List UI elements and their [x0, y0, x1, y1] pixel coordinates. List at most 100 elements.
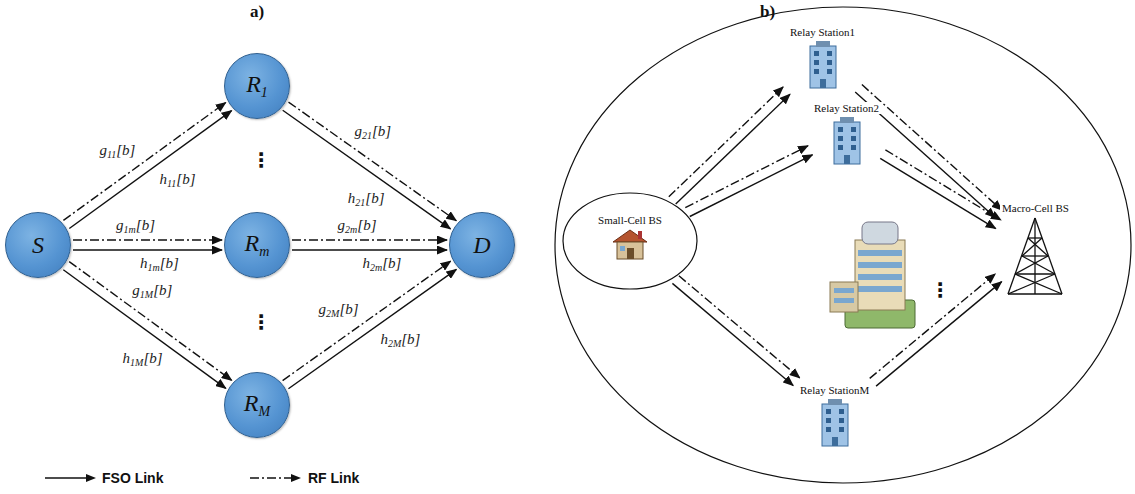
channel-label: g1m[b] — [114, 217, 157, 235]
node-subscript: 1 — [261, 85, 268, 100]
fso-link — [283, 110, 451, 229]
drawing-part — [827, 60, 832, 65]
channel-subscript: 2M — [326, 308, 339, 319]
channel-subscript: 11 — [167, 178, 176, 189]
channel-label: h1m[b] — [138, 255, 181, 273]
panel-letter: b) — [760, 2, 775, 22]
drawing-part — [1008, 293, 1062, 294]
rf-sample-line — [250, 477, 293, 479]
node-subscript: m — [259, 244, 269, 259]
node-symbol: RM — [244, 390, 270, 420]
channel-label: h2M[b] — [378, 331, 422, 349]
channel-label: g11[b] — [98, 142, 138, 160]
fso-link — [69, 111, 231, 229]
fso-link — [690, 155, 813, 217]
macro-cell-region — [555, 7, 1131, 483]
drawing-part — [810, 46, 836, 88]
channel-label: h21[b] — [346, 190, 387, 208]
node-symbol: R1 — [246, 71, 268, 101]
rf-link — [870, 274, 996, 379]
drawing-part — [855, 240, 905, 310]
station-label: Relay StationM — [798, 384, 871, 396]
channel-subscript: 1M — [140, 289, 153, 300]
drawing-part — [617, 242, 643, 259]
relay-tower-icon — [818, 398, 852, 448]
drawing-part — [814, 60, 819, 65]
rf-link — [669, 87, 783, 197]
channel-subscript: 2M — [388, 338, 401, 349]
channel-label: g2m[b] — [336, 217, 379, 235]
relay-station: Relay Station2 — [812, 98, 881, 166]
drawing-part — [827, 51, 832, 56]
legend-samples — [45, 474, 301, 482]
drawing-part — [1028, 238, 1048, 256]
drawing-part — [1015, 274, 1062, 294]
rf-link — [292, 239, 447, 240]
ellipsis-dots: ⋮ — [930, 280, 950, 300]
drawing-part — [830, 282, 858, 312]
small-cell-ellipse — [563, 193, 697, 289]
drawing-part — [1008, 274, 1055, 294]
drawing-part — [858, 286, 902, 292]
station-label: Small-Cell BS — [562, 214, 698, 226]
drawing-part — [838, 145, 843, 150]
channel-label: g21[b] — [353, 123, 394, 141]
station-label: Macro-Cell BS — [1000, 202, 1071, 214]
rf-link — [885, 150, 1001, 220]
channel-subscript: 21 — [362, 130, 372, 141]
relay-node-circle: S — [5, 212, 71, 278]
relay-station: Relay StationM — [798, 380, 871, 448]
drawing-part — [1008, 218, 1062, 294]
relay-node-circle: R1 — [224, 53, 290, 119]
channel-label: h11[b] — [158, 171, 198, 189]
channel-subscript: 2m — [345, 224, 357, 235]
rf-link — [862, 85, 1002, 211]
drawing-part — [858, 274, 902, 280]
drawing-part — [827, 69, 832, 74]
ellipsis-dots: ⋮ — [251, 312, 271, 332]
ellipsis-dots: ⋮ — [251, 150, 271, 170]
drawing-part — [851, 136, 856, 141]
rf-link — [63, 103, 225, 221]
fso-link — [672, 283, 793, 385]
drawing-part — [828, 399, 842, 405]
fso-link — [288, 269, 456, 388]
drawing-part — [838, 127, 843, 132]
drawing-part — [840, 117, 854, 123]
legend-text: FSO Link — [102, 470, 163, 486]
drawing-part — [1015, 256, 1048, 274]
fso-link — [63, 270, 226, 389]
drawing-part — [1022, 238, 1042, 256]
rf-link — [69, 262, 232, 381]
drawing-part — [839, 427, 844, 432]
rf-link — [679, 276, 800, 378]
drawing-part — [814, 51, 819, 56]
relay-station: Relay Station1 — [788, 22, 857, 90]
drawing-part — [627, 248, 634, 259]
node-subscript: M — [259, 404, 271, 419]
relay-tower-icon — [806, 40, 840, 90]
channel-subscript: 11 — [107, 149, 116, 160]
fso-sample-head — [86, 474, 96, 482]
drawing-part — [822, 404, 848, 446]
relay-node-circle: D — [449, 212, 515, 278]
channel-subscript: 1M — [130, 357, 143, 368]
rf-link — [73, 239, 222, 240]
drawing-part — [820, 79, 826, 88]
fso-sample-line — [45, 477, 88, 479]
rf-sample-head — [291, 474, 301, 482]
channel-subscript: 21 — [355, 197, 365, 208]
rf-link — [685, 146, 808, 208]
station-label: Relay Station1 — [788, 26, 857, 38]
drawing-part — [839, 409, 844, 414]
drawing-part — [1015, 273, 1055, 274]
relay-node-circle: Rm — [224, 212, 290, 278]
channel-label: g1M[b] — [130, 282, 174, 300]
drawing-part — [826, 409, 831, 414]
cell-tower-icon — [1000, 216, 1070, 296]
drawing-part — [858, 250, 902, 256]
node-symbol: D — [473, 232, 490, 259]
drawing-part — [814, 69, 819, 74]
